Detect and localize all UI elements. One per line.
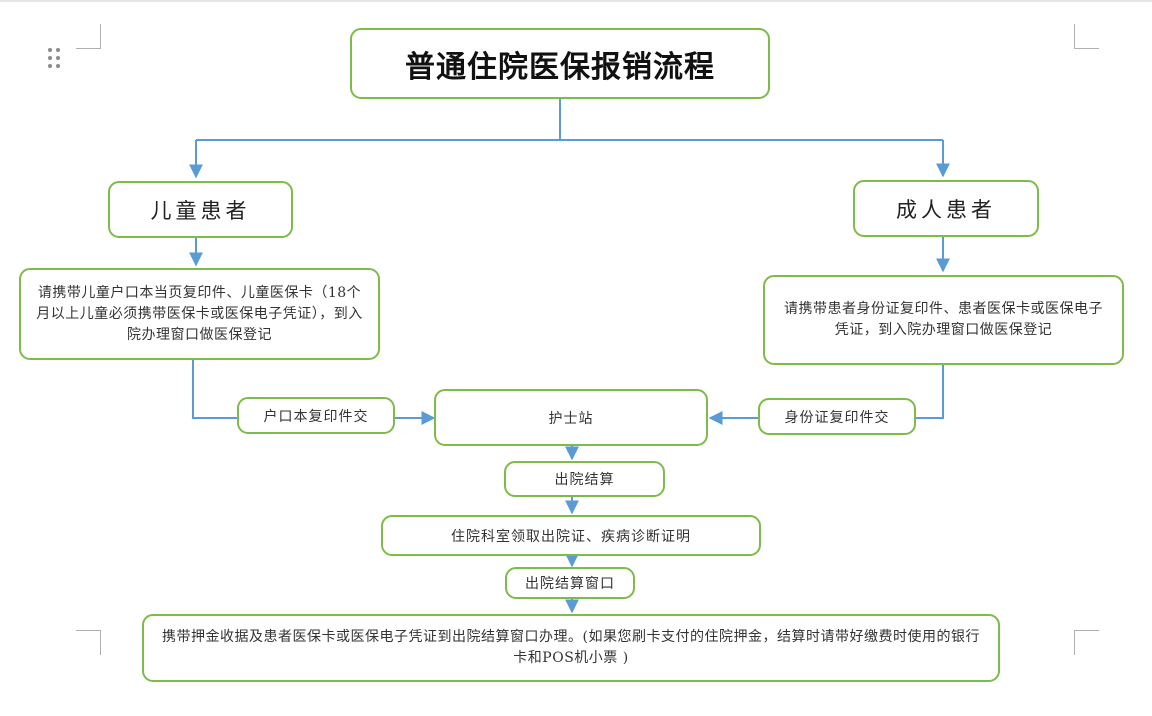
page-corner-mark: [76, 24, 101, 49]
adult-instructions-text: 请携带患者身份证复印件、患者医保卡或医保电子凭证，到入院办理窗口做医保登记: [784, 301, 1103, 338]
diagram-title: 普通住院医保报销流程: [405, 49, 715, 85]
household-copy-box: 户口本复印件交: [237, 397, 395, 434]
final-step-text: 携带押金收据及患者医保卡或医保电子凭证到出院结算窗口办理。(如果您刷卡支付的住院…: [162, 629, 980, 666]
page-corner-mark: [76, 630, 101, 655]
page-corner-mark: [1074, 24, 1099, 49]
id-copy-box: 身份证复印件交: [758, 398, 916, 435]
household-copy-label: 户口本复印件交: [263, 408, 369, 425]
settlement-window-box: 出院结算窗口: [505, 567, 635, 599]
nurse-station-label: 护士站: [548, 410, 594, 427]
child-instructions-box: 请携带儿童户口本当页复印件、儿童医保卡（18个月以上儿童必须携带医保卡或医保电子…: [19, 268, 380, 360]
adult-patient-box: 成人患者: [853, 180, 1039, 237]
drag-handle-icon[interactable]: [48, 48, 62, 70]
connector-title-branch: [196, 98, 943, 141]
nurse-station-box: 护士站: [434, 389, 708, 446]
connector-adult-to-idcopy: [914, 365, 944, 419]
child-patient-label: 儿童患者: [150, 198, 251, 223]
child-patient-box: 儿童患者: [108, 181, 293, 238]
discharge-settlement-box: 出院结算: [504, 461, 665, 497]
child-instructions-text: 请携带儿童户口本当页复印件、儿童医保卡（18个月以上儿童必须携带医保卡或医保电子…: [36, 284, 363, 343]
discharge-settlement-label: 出院结算: [554, 472, 615, 488]
id-copy-label: 身份证复印件交: [784, 409, 890, 426]
department-step-box: 住院科室领取出院证、疾病诊断证明: [381, 515, 761, 556]
adult-instructions-box: 请携带患者身份证复印件、患者医保卡或医保电子凭证，到入院办理窗口做医保登记: [763, 275, 1124, 365]
connector-child-to-copy: [192, 359, 238, 419]
settlement-window-label: 出院结算窗口: [525, 576, 615, 592]
department-step-label: 住院科室领取出院证、疾病诊断证明: [451, 528, 691, 545]
top-border-line: [0, 0, 1152, 2]
final-step-box: 携带押金收据及患者医保卡或医保电子凭证到出院结算窗口办理。(如果您刷卡支付的住院…: [142, 614, 1000, 682]
title-box: 普通住院医保报销流程: [350, 28, 770, 99]
adult-patient-label: 成人患者: [896, 197, 996, 222]
page-corner-mark: [1074, 630, 1099, 655]
